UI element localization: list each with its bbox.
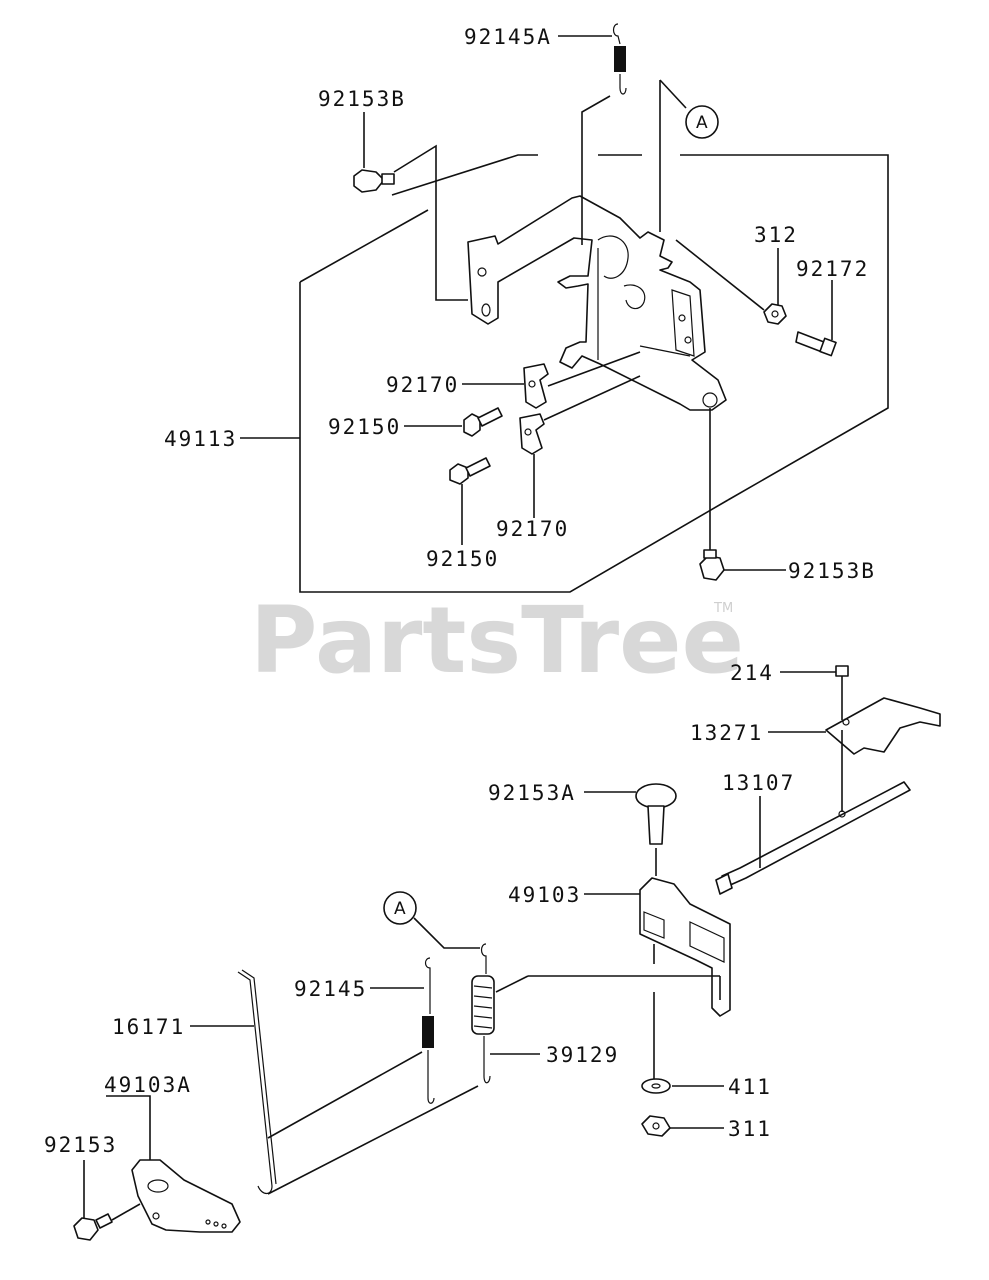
label-312: 312 (754, 223, 798, 247)
label-214: 214 (730, 661, 774, 685)
washer-411 (641, 992, 724, 1094)
ref-marker-a-top-label: A (696, 113, 708, 133)
control-bracket (467, 195, 727, 411)
label-13107: 13107 (722, 771, 795, 795)
nut-311 (641, 1115, 724, 1137)
bolt-92153 (73, 1160, 141, 1241)
label-92153A: 92153A (488, 781, 576, 805)
clip-92170-b (519, 375, 641, 518)
bolt-92153B-bottom (699, 408, 786, 581)
clip-92170-a (462, 351, 641, 409)
label-92153B-bottom: 92153B (788, 559, 876, 583)
bolt-92153A (584, 783, 677, 876)
label-49103A: 49103A (104, 1073, 192, 1097)
ref-marker-a-bottom-label: A (394, 899, 406, 919)
rod-16171 (190, 969, 277, 1195)
label-92170-a: 92170 (386, 373, 459, 397)
watermark-text: PartsTree (250, 587, 744, 694)
label-92145A: 92145A (464, 25, 552, 49)
label-311: 311 (728, 1117, 772, 1141)
label-411: 411 (728, 1075, 772, 1099)
spring-links (267, 975, 721, 1195)
label-16171: 16171 (112, 1015, 185, 1039)
spring-92145A (558, 23, 627, 245)
nut-312 (675, 239, 787, 325)
assembly-49113-outline (240, 154, 889, 593)
label-92145: 92145 (294, 977, 367, 1001)
lever-49103 (584, 877, 731, 1017)
bolt-92150-b (449, 457, 491, 545)
ref-marker-a-bottom: A (383, 891, 480, 949)
bolt-92153B-top (353, 112, 468, 301)
label-13271: 13271 (690, 721, 763, 745)
screw-92172 (795, 280, 837, 357)
label-49113: 49113 (164, 427, 237, 451)
label-92153B-top: 92153B (318, 87, 406, 111)
lever-49103A (106, 1095, 241, 1233)
spring-39129 (471, 943, 540, 1084)
shaft-13107 (715, 781, 911, 895)
screw-214 (780, 665, 849, 720)
label-92150-b: 92150 (426, 547, 499, 571)
spring-92145 (370, 957, 435, 1104)
label-92150-a: 92150 (328, 415, 401, 439)
plate-13271 (768, 697, 941, 812)
bolt-92150-a (404, 407, 503, 437)
label-92170-b: 92170 (496, 517, 569, 541)
label-49103: 49103 (508, 883, 581, 907)
label-92172: 92172 (796, 257, 869, 281)
label-92153: 92153 (44, 1133, 117, 1157)
label-39129: 39129 (546, 1043, 619, 1067)
watermark-tm: TM (713, 601, 733, 616)
ref-marker-a-top: A (659, 79, 719, 232)
